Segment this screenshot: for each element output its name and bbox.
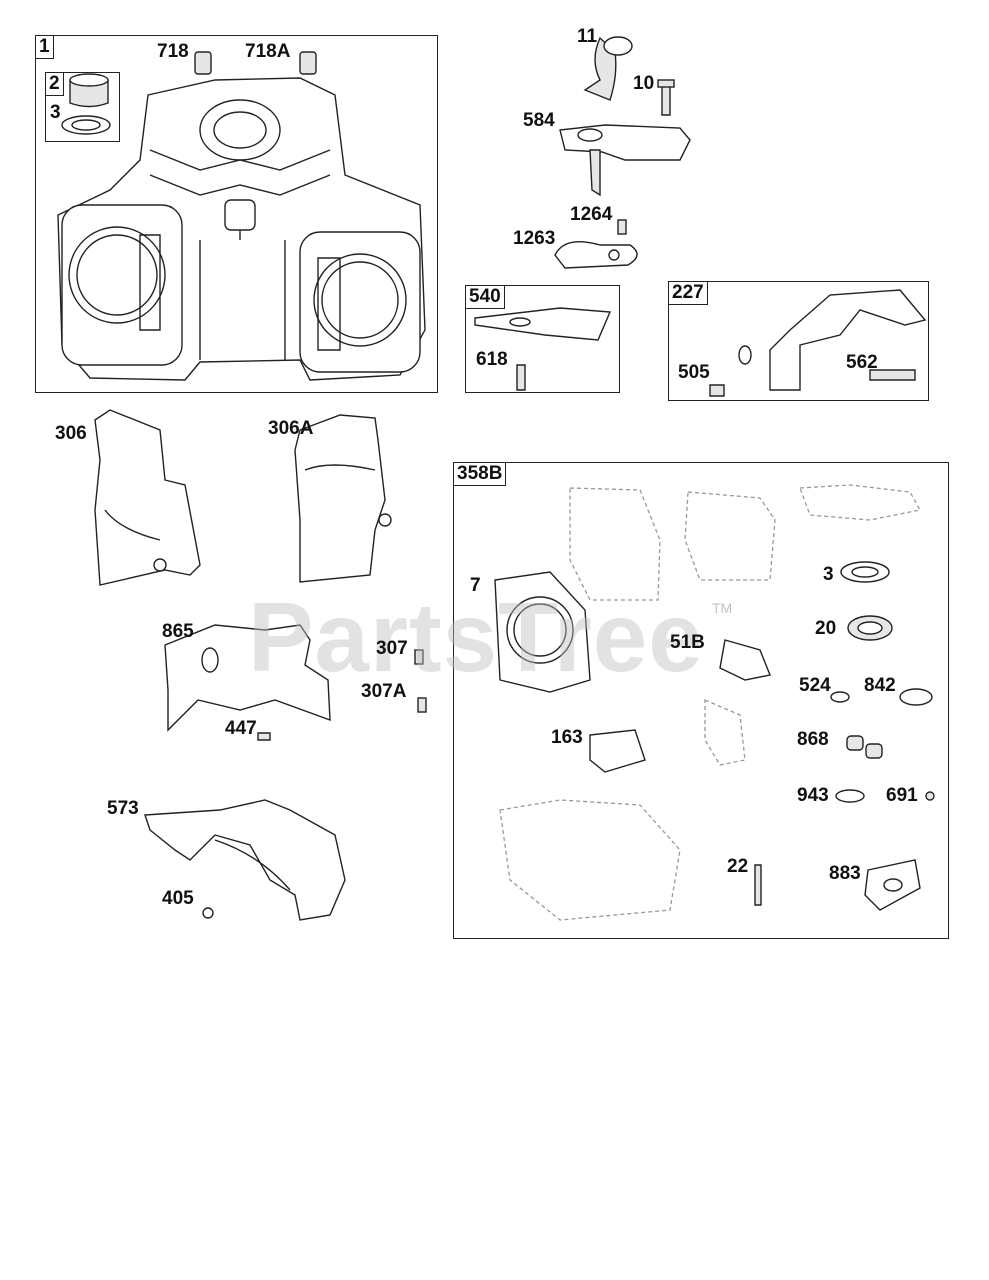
part-label-10[interactable]: 10 [633, 73, 655, 94]
part-label-505[interactable]: 505 [678, 362, 710, 383]
part-label-447[interactable]: 447 [225, 718, 257, 739]
box-tag-358b[interactable]: 358B [453, 462, 507, 486]
part-label-306a[interactable]: 306A [268, 418, 314, 439]
plate-584-drawing [559, 124, 691, 197]
engine-block-box [35, 35, 438, 393]
part-label-718[interactable]: 718 [157, 41, 189, 62]
plate-1263-drawing [554, 219, 638, 269]
part-label-524[interactable]: 524 [799, 675, 831, 696]
part-label-11[interactable]: 11 [577, 26, 598, 47]
shroud-306a-drawing [294, 414, 392, 583]
gasket-set-drawing [494, 484, 935, 921]
bracket-box [668, 281, 929, 401]
part-label-3-seal[interactable]: 3 [50, 102, 61, 123]
part-label-883[interactable]: 883 [829, 863, 861, 884]
part-label-691[interactable]: 691 [886, 785, 918, 806]
gasket-540-drawing [474, 307, 612, 391]
part-label-307[interactable]: 307 [376, 638, 408, 659]
watermark: PartsTree [248, 582, 704, 692]
engine-block-drawing [57, 51, 426, 381]
part-label-562[interactable]: 562 [846, 352, 878, 373]
part-label-865[interactable]: 865 [162, 621, 194, 642]
gasket-set-box [453, 462, 949, 939]
part-label-22[interactable]: 22 [727, 856, 749, 877]
part-label-405[interactable]: 405 [162, 888, 194, 909]
box-tag-2[interactable]: 2 [45, 72, 64, 96]
sleeve-seal-box [45, 72, 120, 142]
bracket-227-drawing [709, 289, 927, 397]
part-label-1264[interactable]: 1264 [570, 204, 613, 225]
part-label-307a[interactable]: 307A [361, 681, 407, 702]
box-tag-540[interactable]: 540 [465, 285, 505, 309]
part-label-573[interactable]: 573 [107, 798, 139, 819]
part-label-20[interactable]: 20 [815, 618, 837, 639]
breather-tube-drawing [583, 36, 675, 116]
part-label-3-gasket[interactable]: 3 [823, 564, 834, 585]
part-label-51b[interactable]: 51B [670, 632, 705, 653]
part-label-7[interactable]: 7 [470, 575, 481, 596]
shroud-306-drawing [94, 409, 201, 586]
part-label-868[interactable]: 868 [797, 729, 829, 750]
cover-gasket-box [465, 285, 620, 393]
part-label-943[interactable]: 943 [797, 785, 829, 806]
part-label-618[interactable]: 618 [476, 349, 508, 370]
watermark-tm: TM [712, 600, 733, 616]
box-tag-1[interactable]: 1 [35, 35, 54, 59]
base-573-drawing [144, 799, 346, 921]
part-label-163[interactable]: 163 [551, 727, 583, 748]
part-label-306[interactable]: 306 [55, 423, 87, 444]
part-label-584[interactable]: 584 [523, 110, 555, 131]
part-label-1263[interactable]: 1263 [513, 228, 556, 249]
box-tag-227[interactable]: 227 [668, 281, 708, 305]
shield-865-drawing [164, 624, 427, 741]
part-label-718a[interactable]: 718A [245, 41, 291, 62]
part-label-842[interactable]: 842 [864, 675, 896, 696]
sleeve-seal-drawing [61, 73, 111, 135]
